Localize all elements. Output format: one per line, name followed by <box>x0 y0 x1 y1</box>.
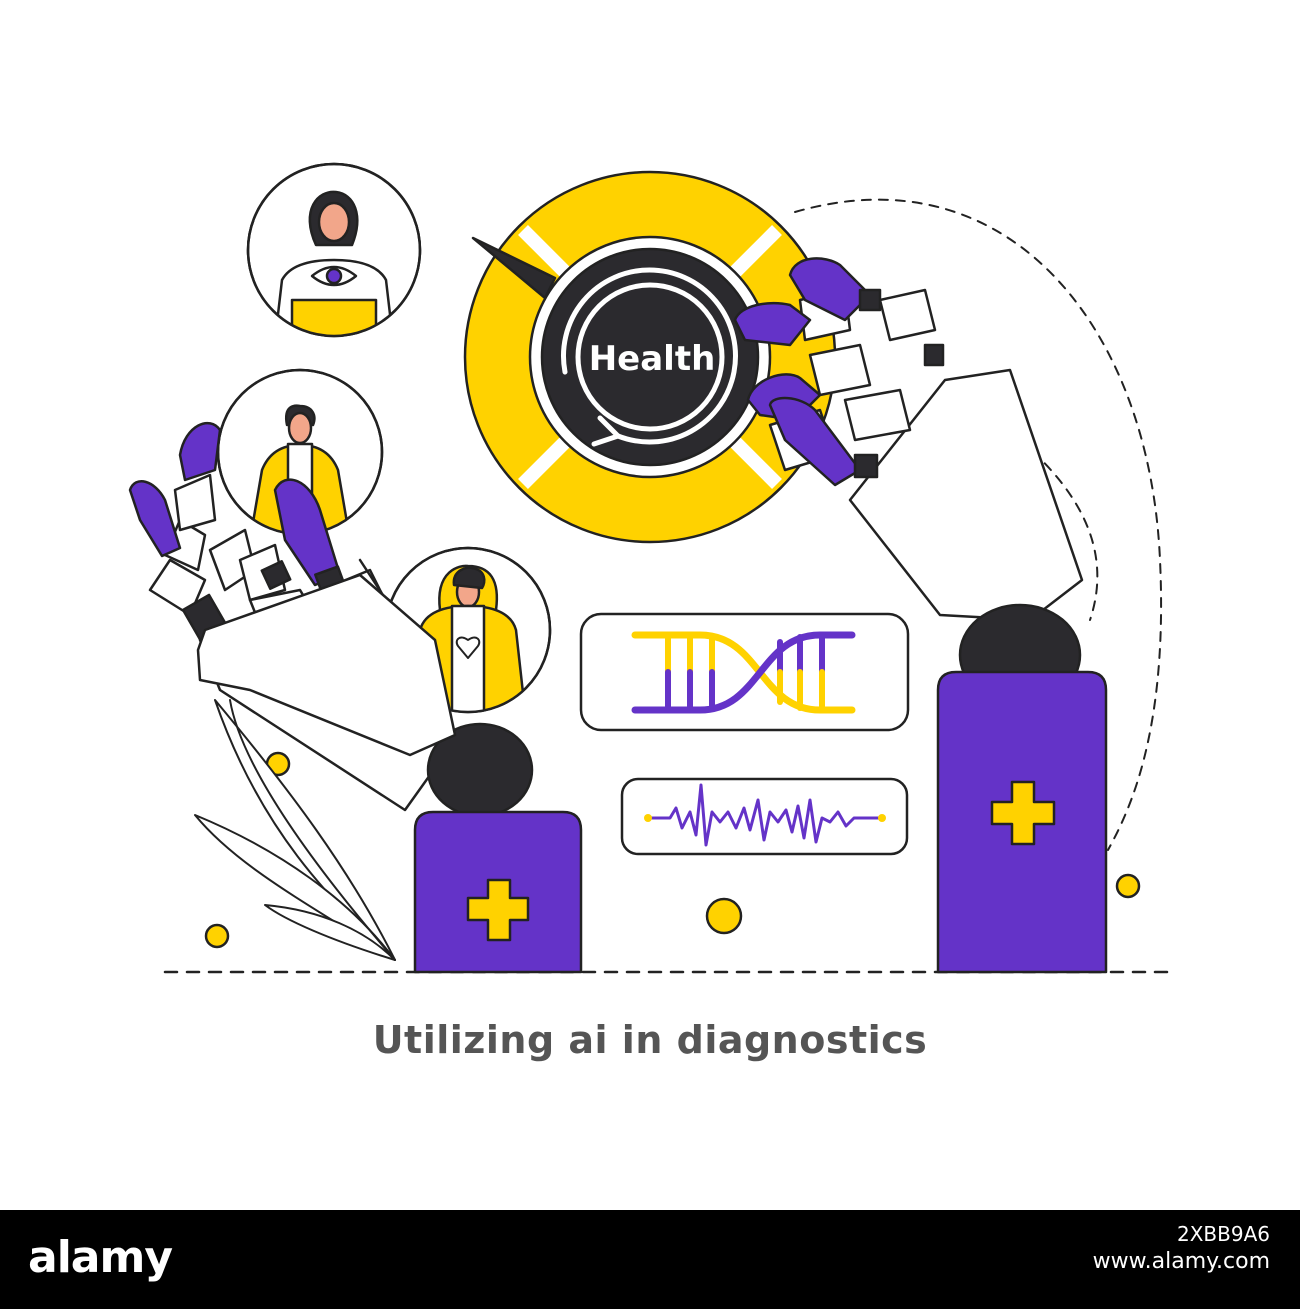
heart-icon <box>455 636 481 659</box>
dashed-arc <box>794 198 1163 851</box>
illustration-canvas: Health <box>128 162 1177 974</box>
stock-image-id: 2XBB9A6 <box>1177 1222 1270 1246</box>
stock-url: www.alamy.com <box>1092 1249 1270 1274</box>
heartbeat-card <box>620 777 909 856</box>
decor-dot <box>204 923 230 949</box>
decor-dot <box>1115 873 1141 899</box>
watermark-footer: alamy 2XBB9A6 www.alamy.com <box>0 1210 1300 1309</box>
dna-helix-icon <box>631 631 856 714</box>
medical-cross-icon <box>990 780 1056 846</box>
medical-base-right <box>936 670 1108 974</box>
eye-icon <box>310 265 358 287</box>
patient-avatar-icon <box>246 162 422 338</box>
dial-center-label: Health <box>589 339 716 379</box>
illustration-caption: Utilizing ai in diagnostics <box>372 1018 928 1062</box>
robot-hand-icon <box>128 421 534 818</box>
heartbeat-wave-icon <box>646 783 884 847</box>
medical-base-left <box>413 810 583 974</box>
brand-logo: alamy <box>28 1232 173 1283</box>
dna-card <box>579 612 910 732</box>
stock-info: 2XBB9A6 www.alamy.com <box>1093 1220 1270 1276</box>
decor-dot <box>705 897 743 935</box>
health-dial-icon <box>463 170 837 544</box>
medical-cross-icon <box>466 878 530 942</box>
leaf-icon <box>194 699 396 961</box>
dial-needle <box>471 236 557 300</box>
